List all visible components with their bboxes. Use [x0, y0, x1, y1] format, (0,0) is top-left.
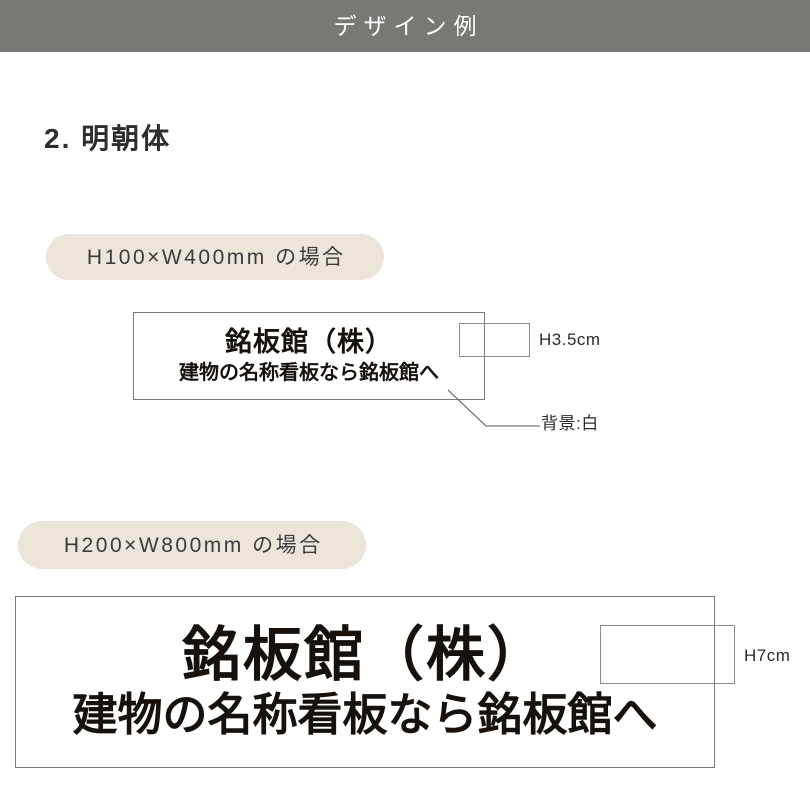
signboard-main-text: 銘板館（株）: [225, 327, 393, 357]
background-callout-leader-line: [447, 389, 540, 427]
signboard-sub-text: 建物の名称看板なら銘板館へ: [179, 362, 439, 384]
height-label-small: H3.5cm: [539, 330, 601, 349]
size-pill-label: H200×W800mm の場合: [63, 533, 323, 557]
background-callout-label: 背景:白: [541, 414, 599, 433]
section-heading: 2. 明朝体: [44, 123, 172, 154]
size-pill-100x400: H100×W400mm の場合: [46, 234, 384, 280]
height-measure-box-large: [600, 625, 735, 684]
signboard-main-text: 銘板館（株）: [181, 622, 548, 688]
height-measure-box-small: [459, 323, 530, 357]
signboard-200x800: 銘板館（株） 建物の名称看板なら銘板館へ: [15, 596, 715, 768]
signboard-100x400: 銘板館（株） 建物の名称看板なら銘板館へ: [133, 312, 485, 400]
signboard-sub-text: 建物の名称看板なら銘板館へ: [72, 690, 658, 740]
size-pill-label: H100×W400mm の場合: [86, 245, 346, 269]
height-label-large: H7cm: [744, 646, 791, 665]
size-pill-200x800: H200×W800mm の場合: [18, 521, 366, 569]
header-bar: デザイン例: [0, 0, 810, 52]
page-title: デザイン例: [333, 12, 484, 39]
